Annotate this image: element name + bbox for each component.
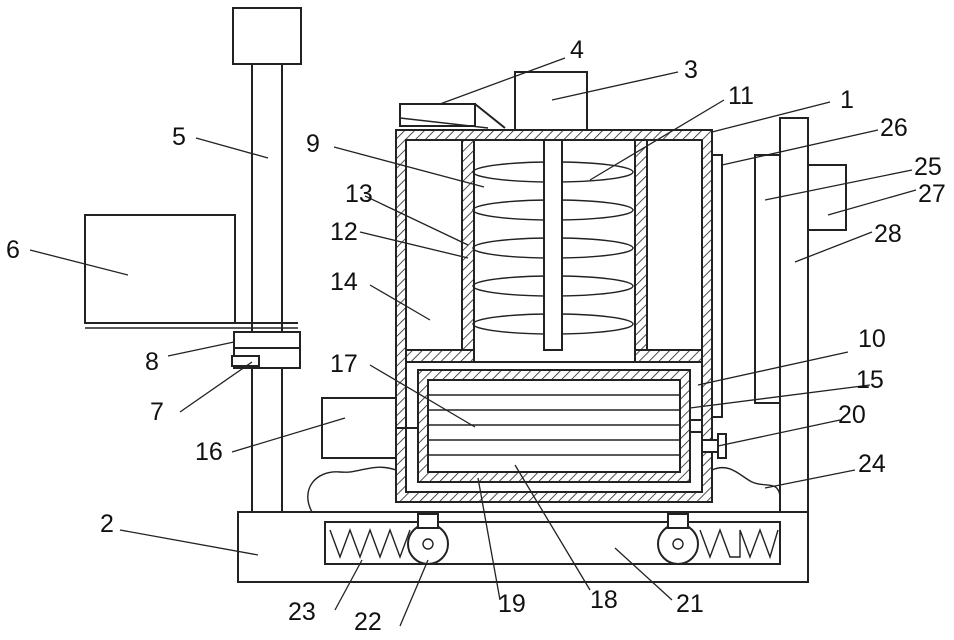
label-18: 18 <box>590 586 618 614</box>
base-plate <box>238 512 808 582</box>
label-6: 6 <box>6 236 20 264</box>
label-5: 5 <box>172 123 186 151</box>
label-9: 9 <box>306 130 320 158</box>
label-10: 10 <box>858 325 886 353</box>
lift-column <box>232 8 301 512</box>
label-23: 23 <box>288 598 316 626</box>
label-20: 20 <box>838 401 866 429</box>
label-28: 28 <box>874 220 902 248</box>
right-wheel <box>658 524 698 564</box>
label-25: 25 <box>914 153 942 181</box>
left-wheel <box>408 524 448 564</box>
label-8: 8 <box>145 348 159 376</box>
label-2: 2 <box>100 510 114 538</box>
label-13: 13 <box>345 180 373 208</box>
label-24: 24 <box>858 450 886 478</box>
label-3: 3 <box>684 56 698 84</box>
label-4: 4 <box>570 36 584 64</box>
label-15: 15 <box>856 366 884 394</box>
label-21: 21 <box>676 590 704 618</box>
filter-drum <box>322 370 726 482</box>
right-post <box>712 118 846 512</box>
label-16: 16 <box>195 438 223 466</box>
top-assembly <box>400 72 587 130</box>
label-14: 14 <box>330 268 358 296</box>
label-1: 1 <box>840 86 854 114</box>
label-12: 12 <box>330 218 358 246</box>
label-7: 7 <box>150 398 164 426</box>
label-27: 27 <box>918 180 946 208</box>
label-11: 11 <box>728 82 754 110</box>
label-22: 22 <box>354 608 382 636</box>
label-17: 17 <box>330 350 358 378</box>
label-26: 26 <box>880 114 908 142</box>
label-19: 19 <box>498 590 526 618</box>
